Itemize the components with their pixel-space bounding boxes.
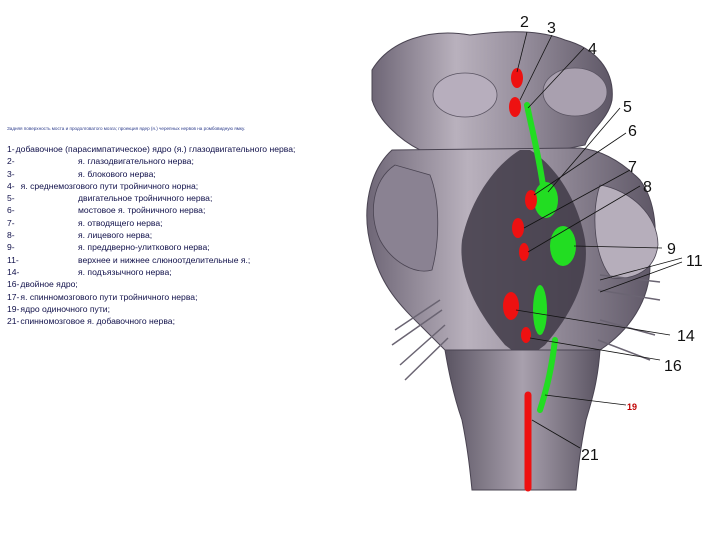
figure-caption: Задняя поверхность моста и продолговатог… — [7, 126, 246, 131]
legend-item: 19-ядро одиночного пути; — [7, 303, 352, 315]
legend-item-text: я. спинномозгового пути тройничного нерв… — [20, 291, 198, 302]
left-nerve-roots — [391, 299, 449, 381]
legend-item-number: 4- — [7, 180, 15, 191]
legend-item: 2- я. глазодвигательного нерва; — [7, 155, 352, 167]
legend-item-number: 19- — [7, 303, 20, 314]
legend-item: 4- я. среднемозгового пути тройничного но… — [7, 180, 352, 192]
label-4: 4 — [588, 41, 597, 58]
legend-item-number: 14- — [7, 266, 20, 277]
colliculus-left — [432, 72, 498, 118]
legend-item: 1-добавочное (парасимпатическое) ядро (я… — [7, 143, 352, 155]
nucleus-ambiguus — [521, 327, 531, 343]
oculomotor-accessory-nucleus — [511, 68, 523, 88]
legend-item-text: я. подъязычного нерва; — [78, 266, 172, 277]
legend-item-number: 11- — [7, 254, 19, 265]
right-peduncle — [594, 184, 659, 279]
trochlear-nucleus — [509, 97, 521, 117]
left-peduncle — [373, 164, 439, 272]
legend-item-text: двигательное тройничного нерва; — [78, 193, 213, 204]
legend-item-text: я. глазодвигательного нерва; — [78, 156, 194, 167]
legend-item: 11- верхнее и нижнее слюноотделительные я… — [7, 254, 352, 266]
legend-item-number: 3- — [7, 168, 15, 179]
label-21: 21 — [581, 447, 599, 464]
colliculus-right — [542, 67, 608, 117]
label-5: 5 — [623, 99, 632, 116]
legend-item: 7- я. отводящего нерва; — [7, 217, 352, 229]
legend-item-number: 6- — [7, 205, 15, 216]
legend-item: 5- двигательное тройничного нерва; — [7, 192, 352, 204]
label-14: 14 — [677, 328, 695, 345]
legend-item: 6- мостовое я. тройничного нерва; — [7, 204, 352, 216]
legend-item-text: я. блокового нерва; — [78, 168, 156, 179]
legend-item-text: добавочное (парасимпатическое) ядро (я.)… — [15, 144, 296, 154]
legend-item-text: ядро одиночного пути; — [20, 303, 110, 314]
motor-trigeminal-nucleus — [525, 190, 537, 210]
label-11: 11 — [686, 253, 703, 270]
legend-item-number: 1- — [7, 144, 15, 154]
legend-item-text: я. среднемозгового пути тройничного норн… — [20, 180, 199, 191]
vestibulocochlear-nucleus — [550, 226, 576, 266]
solitary-nucleus — [533, 285, 547, 335]
legend-item: 8- я. лицевого нерва; — [7, 229, 352, 241]
legend-item: 14- я. подъязычного нерва; — [7, 266, 352, 278]
pontine-nucleus-5 — [534, 182, 558, 218]
legend-item-number: 21- — [7, 316, 20, 327]
label-6: 6 — [628, 123, 637, 140]
legend-item-number: 2- — [7, 156, 15, 167]
legend-item-number: 7- — [7, 217, 15, 228]
legend-item: 16-двойное ядро; — [7, 278, 352, 290]
legend-item-text: двойное ядро; — [20, 279, 78, 290]
label-3: 3 — [547, 20, 556, 37]
abducens-nucleus — [512, 218, 524, 238]
legend-item-number: 5- — [7, 193, 15, 204]
legend-item-number: 16- — [7, 279, 20, 290]
legend-item-number: 9- — [7, 242, 15, 253]
label-2: 2 — [520, 14, 529, 31]
leader-lines — [515, 31, 683, 449]
legend-item: 9- я. преддверно-улиткового нерва; — [7, 241, 352, 253]
label-7: 7 — [628, 159, 637, 176]
hypoglossal-nucleus — [503, 292, 519, 320]
legend-list: 1-добавочное (парасимпатическое) ядро (я… — [7, 143, 352, 327]
solitary-tract-column — [537, 337, 558, 413]
legend-item-text: я. отводящего нерва; — [78, 217, 163, 228]
legend-item-text: я. преддверно-улиткового нерва; — [78, 242, 210, 253]
legend-item-number: 8- — [7, 230, 15, 241]
medulla-stem — [444, 349, 601, 491]
legend-item-text: мостовое я. тройничного нерва; — [78, 205, 206, 216]
legend-item: 17-я. спинномозгового пути тройничного н… — [7, 291, 352, 303]
legend-item-text: спинномозговое я. добавочного нерва; — [20, 316, 175, 327]
label-19: 19 — [627, 402, 637, 412]
legend-item-text: я. лицевого нерва; — [78, 230, 153, 241]
label-9: 9 — [667, 241, 676, 258]
label-16: 16 — [664, 358, 682, 375]
legend-item-text: верхнее и нижнее слюноотделительные я.; — [78, 254, 251, 265]
label-8: 8 — [643, 179, 652, 196]
legend-item: 21-спинномозговое я. добавочного нерва; — [7, 315, 352, 327]
legend-item: 3- я. блокового нерва; — [7, 168, 352, 180]
facial-nucleus — [519, 243, 529, 261]
legend-item-number: 17- — [7, 291, 20, 302]
